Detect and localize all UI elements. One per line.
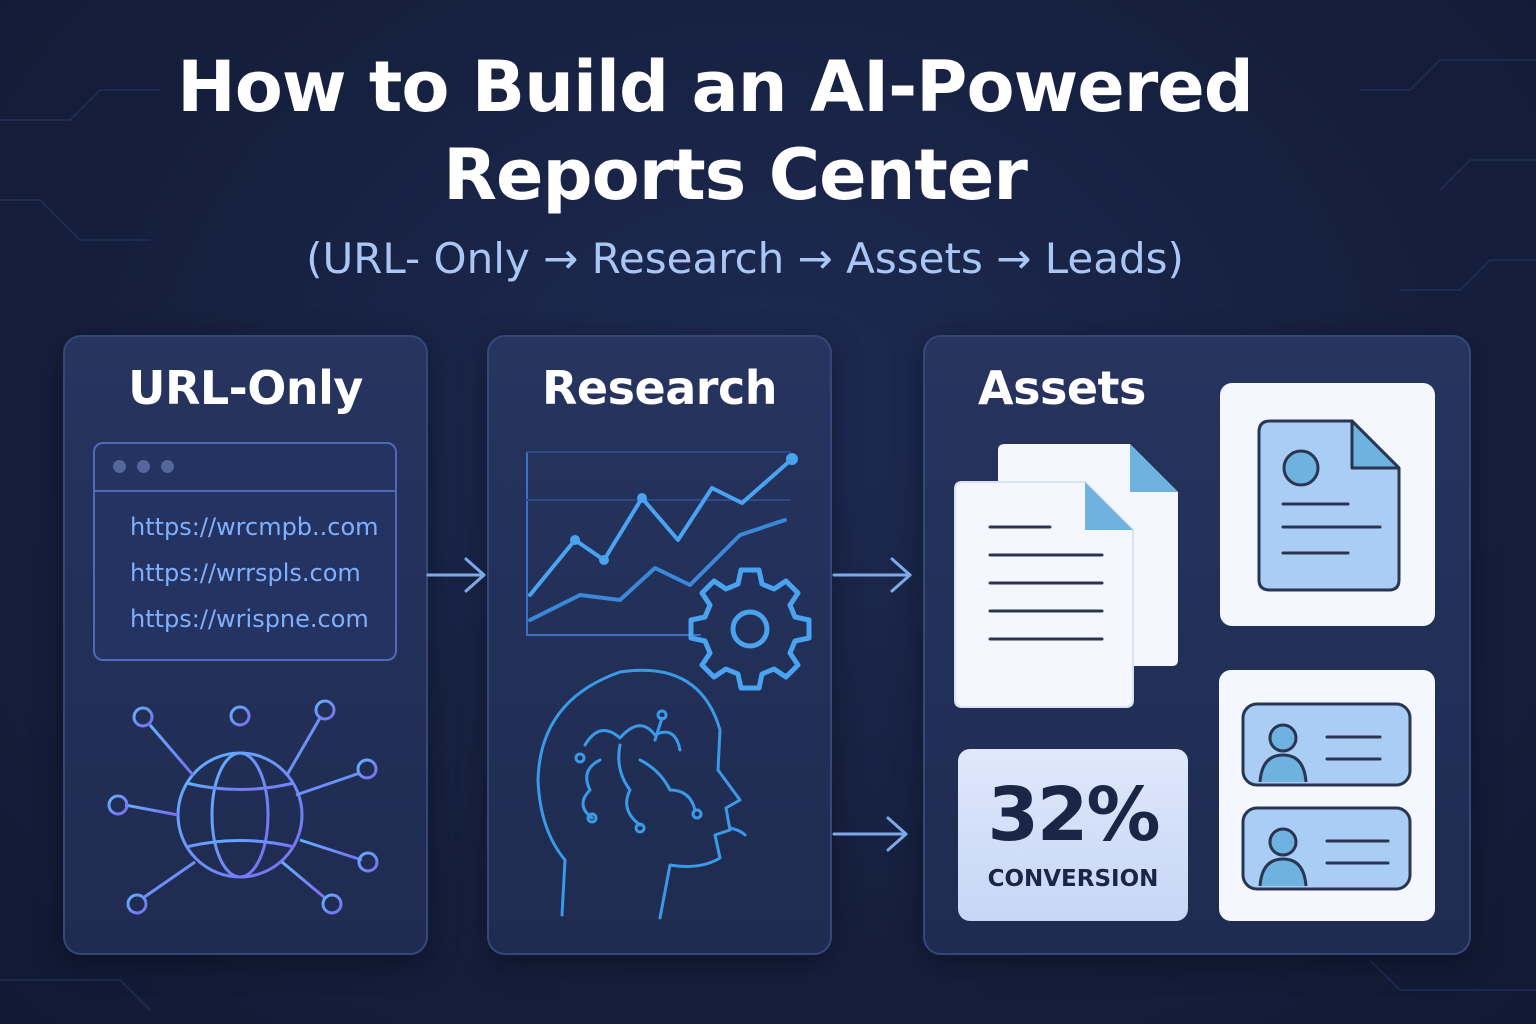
contacts-card (1219, 670, 1435, 921)
conversion-label: CONVERSION (987, 866, 1159, 892)
conversion-stat-card (958, 749, 1188, 921)
window-dot-icon (161, 460, 174, 473)
profile-document-card (1220, 383, 1435, 626)
window-dot-icon (113, 460, 126, 473)
url-item: https://wrrspls.com (130, 559, 361, 587)
panel-title-research: Research (542, 361, 777, 415)
page-title-line1: How to Build an AI-Powered (177, 46, 1254, 128)
panel-title-url-only: URL-Only (128, 361, 363, 415)
panel-title-assets: Assets (978, 361, 1146, 415)
browser-title-bar (95, 444, 395, 492)
page-title-line2: Reports Center (443, 134, 1028, 216)
panel-research (487, 335, 832, 955)
browser-window (93, 442, 397, 661)
url-item: https://wrispne.com (130, 605, 369, 633)
page-subtitle: (URL- Only → Research → Assets → Leads) (306, 234, 1184, 283)
window-dot-icon (137, 460, 150, 473)
url-item: https://wrcmpb..com (130, 513, 379, 541)
conversion-value: 32% (987, 772, 1160, 858)
